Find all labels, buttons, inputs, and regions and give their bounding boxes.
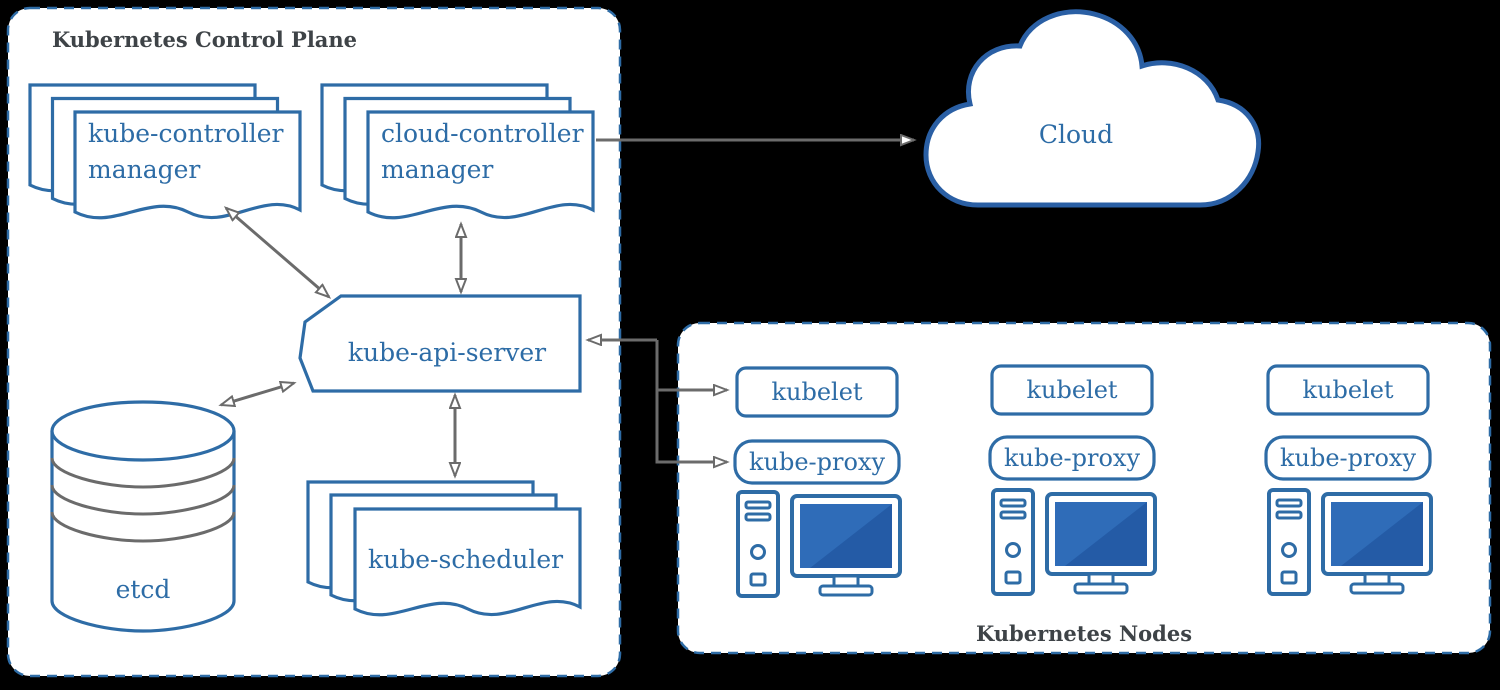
node-3-kubelet-box xyxy=(1266,364,1430,416)
node-2-kube-proxy-box xyxy=(988,435,1156,481)
arrow-kube-controller-manager-api-server xyxy=(226,208,329,297)
cloud-label: Cloud xyxy=(1039,120,1113,149)
kube-api-server: kube-api-server xyxy=(298,294,582,393)
node-3-kubelet-label: kubelet xyxy=(1302,376,1393,404)
control-plane-title: Kubernetes Control Plane xyxy=(52,27,357,52)
cloud-group: Cloud xyxy=(923,9,1262,208)
cloud-controller-manager: cloud-controller manager xyxy=(320,83,595,220)
node-2-kubelet-box xyxy=(990,364,1154,416)
arrows xyxy=(221,140,914,476)
cloud-controller-manager-label-line2: manager xyxy=(381,155,493,184)
node-1-kube-proxy-box xyxy=(733,439,901,485)
kube-api-server-shape xyxy=(298,294,582,393)
kubernetes-nodes-title: Kubernetes Nodes xyxy=(976,621,1192,646)
kube-controller-manager-sheet-front xyxy=(73,110,302,220)
kube-controller-manager-label-line1: kube-controller xyxy=(88,119,283,148)
kube-scheduler-sheet-front xyxy=(353,507,582,617)
cloud-controller-manager-label-line1: cloud-controller xyxy=(381,119,584,148)
node-1-kubelet-label: kubelet xyxy=(771,378,862,406)
arrow-api-server-to-kube-proxy xyxy=(655,340,727,462)
kubernetes-nodes-group: Kubernetes Nodes kubelet kube-proxy kube… xyxy=(676,321,1492,655)
node-2-kubelet-label: kubelet xyxy=(1026,376,1117,404)
cloud-shape xyxy=(923,9,1262,208)
arrow-etcd-api-server xyxy=(221,383,294,405)
etcd-ring-1 xyxy=(50,457,236,489)
etcd: etcd xyxy=(50,400,236,633)
etcd-label: etcd xyxy=(116,575,171,604)
node-3-kube-proxy-label: kube-proxy xyxy=(1280,444,1416,472)
node-2-kube-proxy-label: kube-proxy xyxy=(1004,444,1140,472)
node-3-kube-proxy-box xyxy=(1264,435,1432,481)
node-1: kubelet kube-proxy xyxy=(733,366,902,598)
kube-controller-manager: kube-controller manager xyxy=(28,83,302,220)
kube-scheduler: kube-scheduler xyxy=(306,480,582,617)
kube-controller-manager-label-line2: manager xyxy=(88,155,200,184)
kube-api-server-label: kube-api-server xyxy=(348,338,546,367)
node-2: kubelet kube-proxy xyxy=(988,364,1157,596)
cloud-controller-manager-sheet-front xyxy=(366,110,595,220)
node-1-kube-proxy-label: kube-proxy xyxy=(749,448,885,476)
kube-scheduler-label: kube-scheduler xyxy=(368,545,563,574)
etcd-ring-3 xyxy=(50,511,236,543)
etcd-top-disk xyxy=(50,400,236,462)
node-3: kubelet kube-proxy xyxy=(1264,364,1433,596)
etcd-ring-2 xyxy=(50,484,236,516)
control-plane-group: Kubernetes Control Plane kube-controller… xyxy=(6,6,622,678)
node-1-kubelet-box xyxy=(735,366,899,418)
